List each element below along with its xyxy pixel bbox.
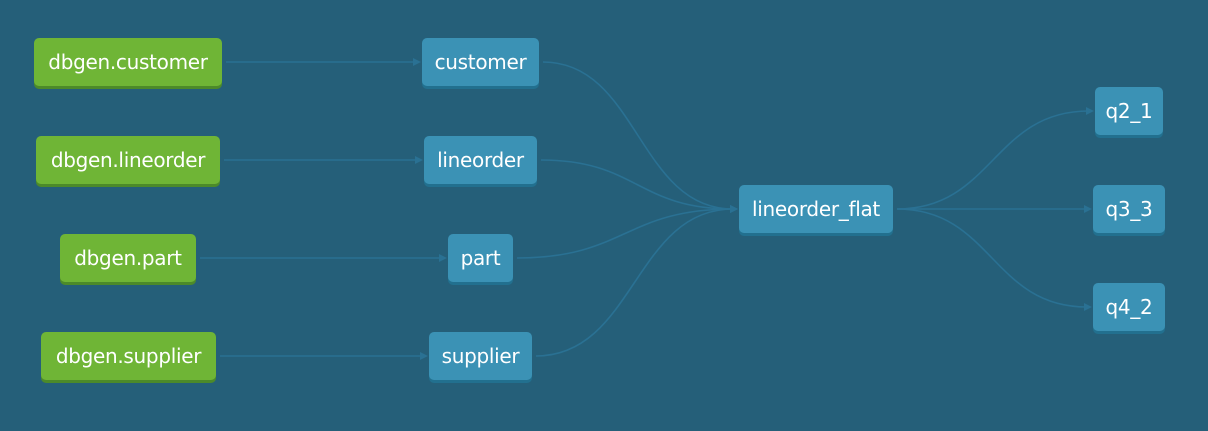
arrowhead-part <box>439 254 447 262</box>
node-dbgen-part[interactable]: dbgen.part <box>60 234 196 282</box>
node-q3-3[interactable]: q3_3 <box>1093 185 1165 233</box>
node-dbgen-customer[interactable]: dbgen.customer <box>34 38 222 86</box>
arrowhead-lineorder <box>415 156 423 164</box>
edge-customer-to-lineorder_flat <box>542 61 734 210</box>
edge-lineorder_flat-to-q2_1 <box>896 110 1090 210</box>
node-lineorder-flat[interactable]: lineorder_flat <box>739 185 893 233</box>
node-dbgen-lineorder[interactable]: dbgen.lineorder <box>36 136 220 184</box>
node-part[interactable]: part <box>448 234 513 282</box>
edge-supplier-to-lineorder_flat <box>535 208 734 357</box>
edge-lineorder-to-lineorder_flat <box>540 159 734 210</box>
arrowhead-customer <box>413 58 421 66</box>
edge-lineorder_flat-to-q4_2 <box>896 208 1088 308</box>
edge-part-to-lineorder_flat <box>516 208 734 259</box>
node-supplier[interactable]: supplier <box>429 332 532 380</box>
node-q2-1[interactable]: q2_1 <box>1095 87 1163 135</box>
node-q4-2[interactable]: q4_2 <box>1093 283 1165 331</box>
arrowhead-q4_2 <box>1084 303 1092 311</box>
arrowhead-lineorder_flat <box>730 205 738 213</box>
arrowhead-supplier <box>420 352 428 360</box>
arrowhead-q3_3 <box>1084 205 1092 213</box>
arrowhead-q2_1 <box>1086 107 1094 115</box>
node-customer[interactable]: customer <box>422 38 539 86</box>
node-dbgen-supplier[interactable]: dbgen.supplier <box>41 332 216 380</box>
node-lineorder[interactable]: lineorder <box>424 136 537 184</box>
